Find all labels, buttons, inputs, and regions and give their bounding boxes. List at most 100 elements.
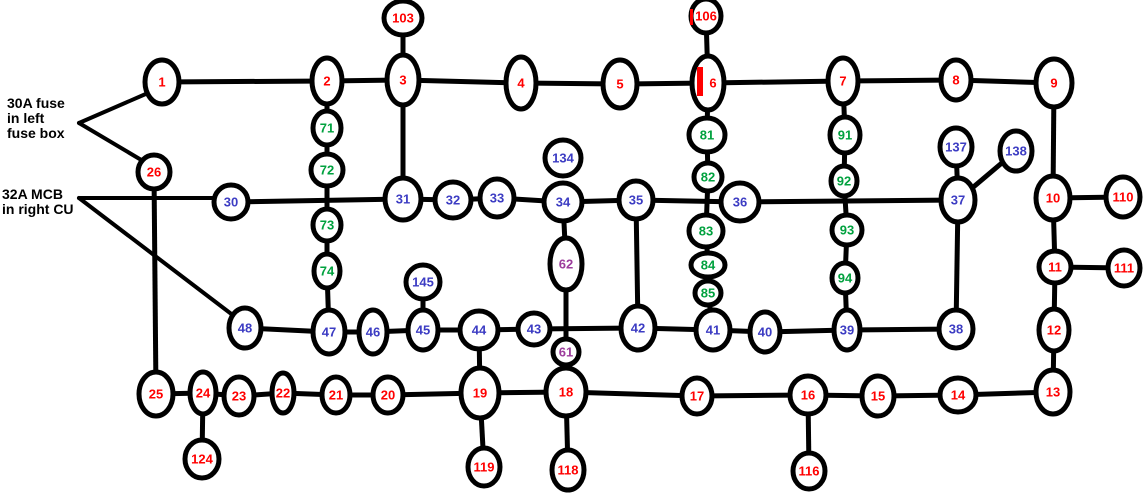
node-label-85: 85 [701, 286, 715, 301]
node-3 [384, 52, 422, 108]
node-1 [142, 57, 182, 107]
node-label-25: 25 [149, 387, 163, 402]
node-label-137: 137 [945, 140, 967, 155]
node-2 [309, 55, 345, 107]
node-4 [503, 54, 539, 112]
node-label-94: 94 [838, 271, 853, 286]
node-16 [787, 373, 829, 417]
node-72 [308, 151, 346, 189]
node-138 [997, 128, 1035, 174]
node-label-15: 15 [871, 389, 885, 404]
node-7 [825, 55, 861, 107]
node-62 [547, 235, 585, 293]
edge-1-2 [161, 78, 328, 85]
node-label-46: 46 [366, 325, 380, 340]
node-6 [689, 53, 727, 113]
node-label-30: 30 [224, 195, 238, 210]
node-label-48: 48 [238, 321, 252, 336]
node-111 [1105, 247, 1143, 289]
node-label-43: 43 [527, 322, 541, 337]
node-label-33: 33 [490, 191, 504, 206]
node-label-14: 14 [951, 388, 966, 403]
node-37 [938, 175, 978, 225]
node-label-119: 119 [474, 460, 495, 475]
node-label-1: 1 [158, 75, 165, 90]
node-73 [310, 206, 344, 244]
node-label-38: 38 [949, 322, 963, 337]
node-93 [829, 212, 865, 248]
fuse-note-line-2: in left [7, 110, 45, 126]
node-30 [211, 182, 251, 222]
node-label-93: 93 [840, 223, 854, 238]
node-137 [937, 125, 975, 169]
node-label-20: 20 [381, 388, 395, 403]
node-15 [859, 373, 897, 419]
node-103 [381, 0, 425, 38]
label-pointer-line-4 [77, 196, 236, 318]
label-pointer-line-2 [77, 121, 145, 163]
node-label-110: 110 [1113, 190, 1134, 205]
node-20 [370, 374, 406, 416]
node-label-118: 118 [558, 463, 579, 478]
node-145 [403, 262, 443, 302]
node-39 [831, 307, 863, 353]
node-32 [432, 179, 474, 221]
node-134 [542, 137, 584, 179]
node-label-103: 103 [392, 11, 414, 26]
node-47 [310, 307, 348, 357]
node-label-138: 138 [1005, 144, 1027, 159]
node-label-41: 41 [706, 323, 720, 338]
node-label-81: 81 [700, 128, 714, 143]
node-13 [1033, 367, 1073, 417]
node-33 [477, 176, 517, 220]
node-23 [221, 374, 257, 418]
node-83 [686, 212, 726, 250]
node-label-116: 116 [799, 464, 820, 479]
node-label-111: 111 [1114, 261, 1134, 276]
node-label-34: 34 [556, 195, 571, 210]
node-label-8: 8 [952, 73, 959, 88]
node-label-74: 74 [320, 264, 335, 279]
edge-30-31 [230, 196, 404, 205]
node-label-84: 84 [701, 258, 716, 273]
node-94 [829, 260, 861, 296]
node-18 [543, 365, 589, 419]
node-label-145: 145 [412, 275, 434, 290]
node-label-32: 32 [446, 193, 460, 208]
node-31 [382, 175, 424, 223]
node-21 [319, 374, 353, 416]
node-label-83: 83 [699, 224, 713, 239]
fuse-note-line-1: 30A fuse [7, 95, 65, 111]
node-label-13: 13 [1046, 385, 1060, 400]
node-85 [692, 278, 724, 308]
node-12 [1036, 306, 1072, 354]
node-label-45: 45 [416, 323, 430, 338]
node-10 [1033, 173, 1073, 223]
node-36 [718, 180, 762, 224]
node-label-40: 40 [758, 325, 772, 340]
edge-36-37 [739, 197, 959, 205]
node-label-12: 12 [1047, 323, 1061, 338]
node-label-106: 106 [695, 9, 717, 24]
node-label-61: 61 [559, 345, 573, 360]
node-label-37: 37 [951, 193, 965, 208]
node-label-62: 62 [559, 257, 573, 272]
node-label-42: 42 [631, 321, 645, 336]
node-8 [938, 57, 974, 103]
node-label-39: 39 [840, 323, 854, 338]
node-label-73: 73 [320, 218, 334, 233]
node-42 [618, 303, 658, 353]
node-82 [691, 160, 725, 194]
node-label-71: 71 [320, 121, 334, 136]
node-84 [688, 250, 728, 280]
node-label-72: 72 [320, 163, 334, 178]
node-25 [136, 369, 176, 419]
node-label-26: 26 [147, 165, 161, 180]
node-24 [187, 369, 219, 417]
fuse-marker-1 [697, 67, 703, 96]
node-35 [616, 178, 656, 222]
node-44 [457, 308, 501, 352]
node-label-47: 47 [322, 325, 336, 340]
